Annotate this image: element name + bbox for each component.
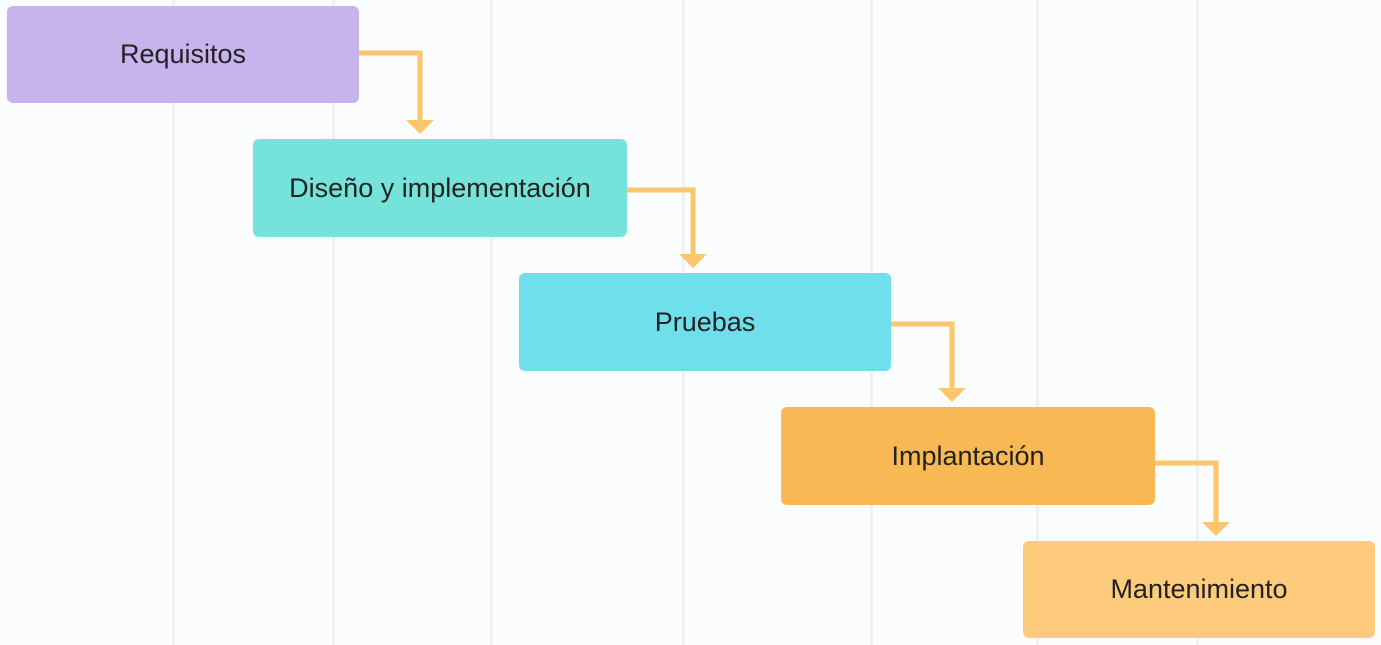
connector-arrow <box>358 50 434 134</box>
connector-arrow <box>1154 460 1230 536</box>
grid-line <box>1036 0 1039 645</box>
stage-implantacion: Implantación <box>781 407 1155 505</box>
grid-line <box>490 0 493 645</box>
stage-label: Implantación <box>891 440 1045 471</box>
stage-label: Requisitos <box>119 39 247 69</box>
stage-label: Diseño y implementación <box>289 172 591 203</box>
grid-line <box>172 0 175 645</box>
stage-mantenimiento: Mantenimiento <box>1023 541 1375 638</box>
stage-diseno-implementacion: Diseño y implementación <box>253 139 627 237</box>
stage-requisitos: Requisitos <box>7 6 359 103</box>
stage-label: Pruebas <box>654 306 756 337</box>
stage-label: Mantenimiento <box>1110 574 1288 604</box>
connector-arrow <box>626 187 707 268</box>
grid-line <box>1196 0 1199 645</box>
connector-arrow <box>890 321 966 402</box>
grid-line <box>332 0 335 645</box>
stage-pruebas: Pruebas <box>519 273 891 371</box>
